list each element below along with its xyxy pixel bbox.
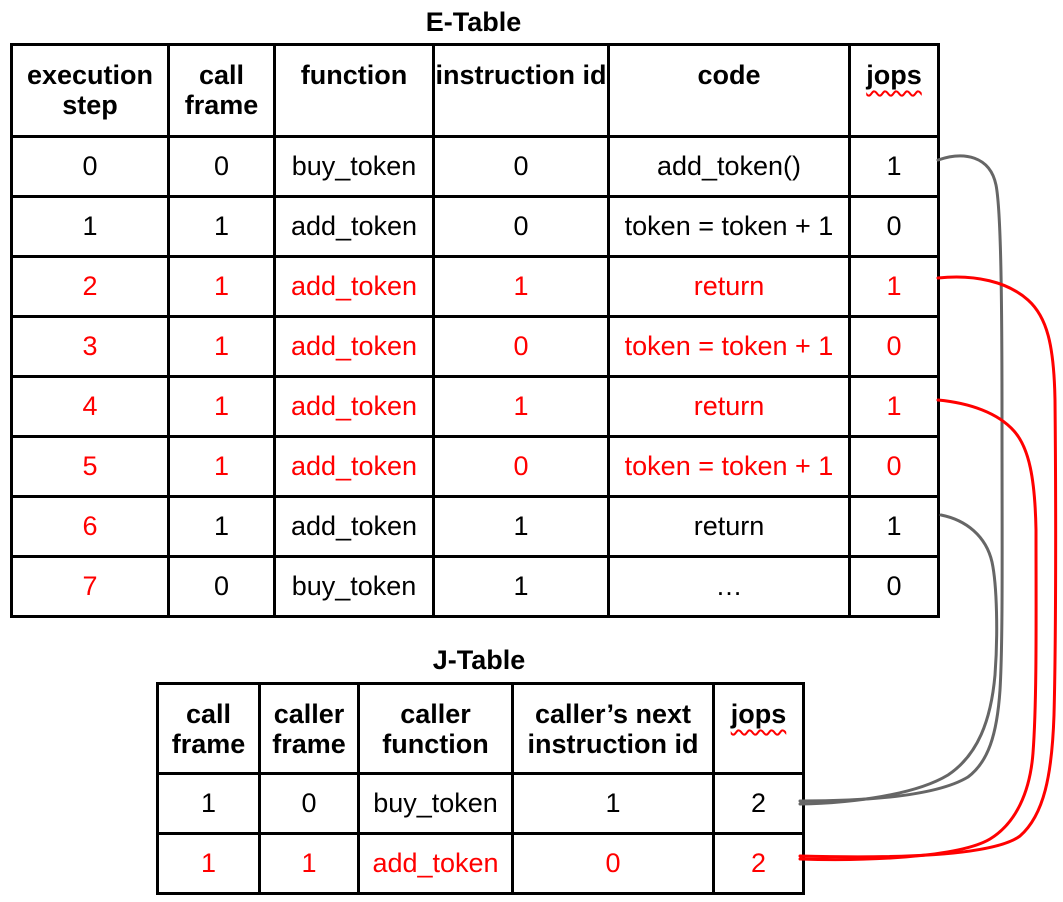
table-cell: 1: [848, 375, 940, 438]
table-cell: token = token + 1: [607, 195, 851, 258]
j-table-header-row: call frame caller frame caller function …: [156, 682, 805, 775]
table-cell: 1: [167, 495, 276, 558]
table-cell: 1: [848, 255, 940, 318]
j-col-caller-function: caller function: [357, 682, 514, 775]
table-cell: 1: [156, 832, 261, 895]
table-cell: 1: [10, 195, 170, 258]
table-cell: add_token(): [607, 135, 851, 198]
table-cell: 0: [10, 135, 170, 198]
table-cell: token = token + 1: [607, 315, 851, 378]
table-cell: …: [607, 555, 851, 618]
table-cell: 3: [10, 315, 170, 378]
e-table-title: E-Table: [425, 7, 522, 37]
table-cell: 0: [432, 195, 610, 258]
j-col-call-frame: call frame: [156, 682, 261, 775]
j-col-callers-next-instruction-id: caller’s next instruction id: [511, 682, 715, 775]
table-cell: 0: [848, 555, 940, 618]
table-cell: 2: [712, 832, 805, 895]
table-cell: 7: [10, 555, 170, 618]
table-cell: 0: [848, 195, 940, 258]
table-cell: buy_token: [273, 135, 435, 198]
table-cell: add_token: [273, 255, 435, 318]
table-cell: 1: [511, 772, 715, 835]
table-cell: 1: [432, 495, 610, 558]
table-cell: 0: [848, 315, 940, 378]
e-col-function: function: [273, 43, 435, 138]
table-cell: add_token: [273, 495, 435, 558]
table-cell: 1: [156, 772, 261, 835]
e-col-code: code: [607, 43, 851, 138]
table-cell: return: [607, 375, 851, 438]
table-cell: 1: [167, 375, 276, 438]
table-cell: 1: [167, 315, 276, 378]
jops-label-with-spellcheck-squiggle: jops: [866, 60, 922, 90]
table-cell: 0: [258, 772, 360, 835]
table-cell: 1: [167, 195, 276, 258]
table-cell: 0: [167, 555, 276, 618]
e-table-header-row: execution step call frame function instr…: [10, 43, 940, 138]
table-cell: 0: [432, 435, 610, 498]
table-cell: add_token: [273, 195, 435, 258]
table-cell: 5: [10, 435, 170, 498]
table-cell: 6: [10, 495, 170, 558]
table-cell: 4: [10, 375, 170, 438]
j-table: call frame caller frame caller function …: [156, 682, 805, 895]
table-cell: 1: [167, 255, 276, 318]
table-cell: buy_token: [357, 772, 514, 835]
table-cell: token = token + 1: [607, 435, 851, 498]
table-cell: 0: [511, 832, 715, 895]
table-cell: 2: [712, 772, 805, 835]
table-cell: return: [607, 255, 851, 318]
e-table: execution step call frame function instr…: [10, 43, 940, 618]
table-cell: 1: [432, 375, 610, 438]
table-cell: 1: [167, 435, 276, 498]
table-cell: 1: [848, 495, 940, 558]
jops-label-with-spellcheck-squiggle: jops: [730, 699, 787, 729]
table-cell: buy_token: [273, 555, 435, 618]
table-cell: 1: [848, 135, 940, 198]
j-table-title: J-Table: [432, 645, 526, 675]
table-cell: 1: [432, 255, 610, 318]
e-col-call-frame: call frame: [167, 43, 276, 138]
table-cell: 0: [167, 135, 276, 198]
table-cell: return: [607, 495, 851, 558]
table-cell: 0: [432, 135, 610, 198]
table-cell: add_token: [273, 435, 435, 498]
j-col-caller-frame: caller frame: [258, 682, 360, 775]
table-cell: 1: [432, 555, 610, 618]
table-cell: add_token: [357, 832, 514, 895]
e-col-execution-step: execution step: [10, 43, 170, 138]
table-cell: add_token: [273, 315, 435, 378]
table-cell: 0: [848, 435, 940, 498]
table-cell: 0: [432, 315, 610, 378]
table-cell: 1: [258, 832, 360, 895]
e-col-jops: jops: [848, 43, 940, 138]
table-cell: 2: [10, 255, 170, 318]
table-cell: add_token: [273, 375, 435, 438]
e-col-instruction-id: instruction id: [432, 43, 610, 138]
j-col-jops: jops: [712, 682, 805, 775]
